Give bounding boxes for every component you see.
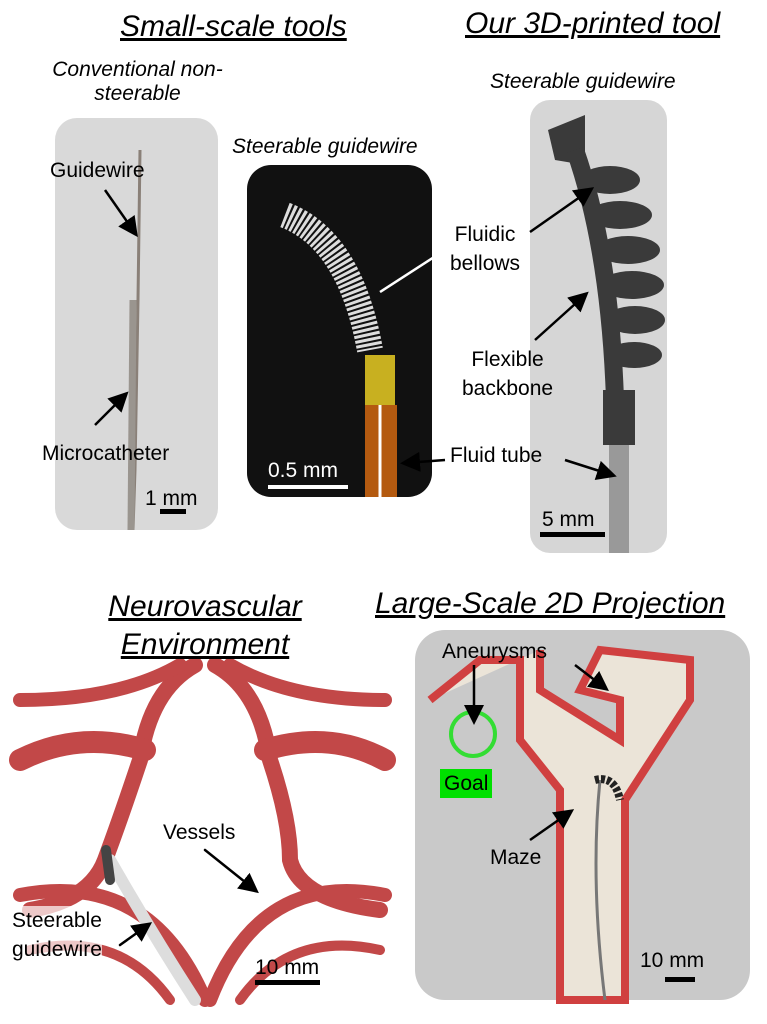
label-goal: Goal xyxy=(440,769,493,798)
label-line: Fluidic xyxy=(454,223,516,246)
scale-5mm: 5 mm xyxy=(542,508,595,531)
steerable-small-photo xyxy=(247,165,446,497)
conventional-photo xyxy=(55,118,218,531)
scale-05mm: 0.5 mm xyxy=(268,459,339,482)
label-aneurysms: Aneurysms xyxy=(442,640,548,663)
header-small-scale: Small-scale tools xyxy=(120,10,347,43)
vessel-diagram xyxy=(9,657,396,1007)
label-vessels: Vessels xyxy=(163,821,236,844)
label-guidewire: Guidewire xyxy=(50,159,145,182)
label-microcatheter: Microcatheter xyxy=(42,442,170,465)
label-fluidic-bellows: Fluidic bellows xyxy=(450,220,520,278)
subtitle-line: steerable xyxy=(94,82,181,105)
header-line: Environment xyxy=(120,628,290,661)
scale-10mm-maze: 10 mm xyxy=(640,949,705,972)
scale-1mm: 1 mm xyxy=(145,487,198,510)
header-large-scale: Large-Scale 2D Projection xyxy=(375,587,726,620)
label-line: guidewire xyxy=(12,938,102,961)
label-fluid-tube: Fluid tube xyxy=(450,444,543,467)
header-ours: Our 3D-printed tool xyxy=(465,7,721,40)
3d-printed-photo xyxy=(529,100,667,553)
subtitle-line: Conventional non- xyxy=(52,58,223,81)
subtitle-steerable-small: Steerable guidewire xyxy=(232,135,418,158)
label-steerable-guidewire: Steerable guidewire xyxy=(12,906,102,964)
subtitle-steerable-ours: Steerable guidewire xyxy=(490,70,676,93)
label-line: Flexible xyxy=(471,348,544,371)
label-line: bellows xyxy=(450,252,521,275)
label-line: backbone xyxy=(462,377,554,400)
label-line: Steerable xyxy=(12,909,102,932)
scale-10mm-vessels: 10 mm xyxy=(255,956,320,979)
label-flexible-backbone: Flexible backbone xyxy=(462,345,553,403)
subtitle-conventional: Conventional non-steerable xyxy=(30,58,245,106)
label-maze: Maze xyxy=(490,846,542,869)
maze-photo xyxy=(415,630,750,1004)
header-line: Neurovascular xyxy=(108,590,302,623)
